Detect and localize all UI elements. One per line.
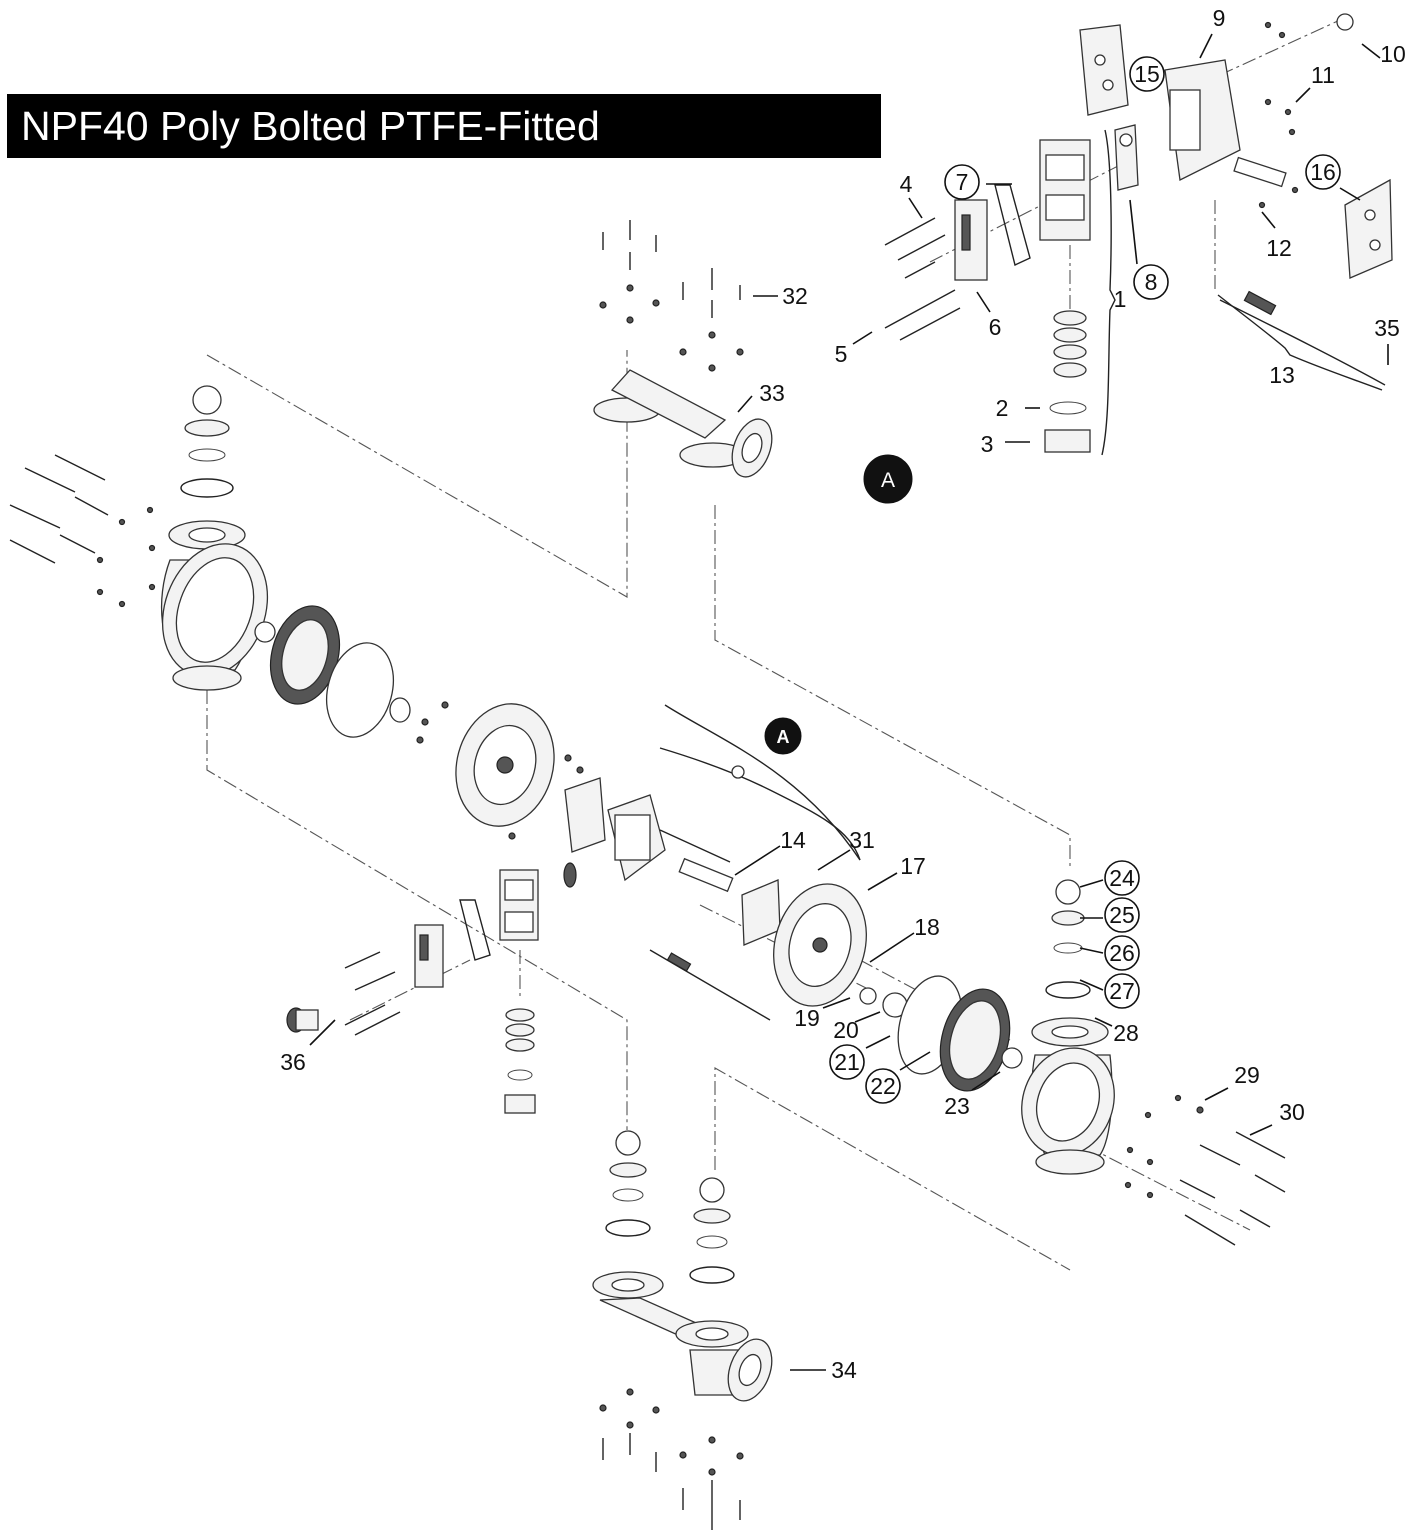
right-seat-and-ball — [1045, 879, 1091, 999]
part-label-25: 25 — [1109, 902, 1135, 928]
detail-a-sleeve — [1233, 156, 1287, 188]
center-pilot-stack — [504, 1008, 536, 1114]
left-flange-bolts — [9, 454, 156, 608]
center-gasket — [459, 899, 491, 961]
part-label-35: 35 — [1374, 315, 1400, 341]
left-fluid-chamber — [161, 520, 269, 691]
part-label-14: 14 — [780, 827, 806, 853]
detail-a-bolts — [884, 217, 961, 341]
part-label-18: 18 — [914, 914, 940, 940]
center-muffler-block — [499, 869, 539, 941]
right-flange-bolts — [1124, 1094, 1286, 1246]
part-label-13: 13 — [1269, 362, 1295, 388]
callout-a-marker: A — [863, 454, 913, 504]
detail-a-pilot-stack — [1044, 310, 1091, 453]
part-label-23: 23 — [944, 1093, 970, 1119]
callout-a-inline-text: A — [777, 727, 790, 747]
part-label-31: 31 — [849, 827, 875, 853]
exhaust-muffler — [286, 1007, 319, 1033]
center-pilot-rod — [649, 949, 771, 1021]
inlet-manifold — [592, 1271, 773, 1402]
detail-a-pilot-spool — [1114, 124, 1139, 191]
detail-a-gasket — [994, 184, 1031, 266]
part-label-24: 24 — [1109, 865, 1135, 891]
part-label-8: 8 — [1145, 269, 1158, 295]
part-label-33: 33 — [759, 380, 785, 406]
detail-a-rod — [1219, 290, 1386, 386]
part-label-1: 1 — [1114, 286, 1127, 312]
callout-a-marker-inline: A — [764, 717, 802, 755]
part-label-19: 19 — [794, 1005, 820, 1031]
part-number-circles — [829, 56, 1341, 1104]
part-label-7: 7 — [956, 169, 969, 195]
detail-a-muffler-block — [1039, 139, 1091, 241]
left-valve-ball — [192, 385, 222, 415]
detail-a-bracket-left — [1079, 24, 1129, 116]
part-label-10: 10 — [1380, 41, 1406, 67]
detail-a-center-block — [1164, 13, 1354, 209]
left-air-chamber — [416, 701, 584, 840]
part-label-9: 9 — [1213, 5, 1226, 31]
part-label-5: 5 — [835, 341, 848, 367]
callout-a-text: A — [881, 469, 895, 492]
part-label-4: 4 — [900, 171, 913, 197]
part-label-32: 32 — [782, 283, 808, 309]
left-diaphragm — [254, 605, 411, 738]
right-air-chamber — [773, 883, 867, 1007]
left-seat-and-orings — [180, 419, 234, 498]
discharge-manifold — [593, 369, 773, 478]
inlet-right-ball-seat — [689, 1177, 735, 1284]
part-label-21: 21 — [834, 1049, 860, 1075]
part-label-34: 34 — [831, 1357, 857, 1383]
detail-a-bracket-right — [1344, 178, 1393, 279]
detail-a-valve-plate — [954, 199, 988, 281]
part-label-36: 36 — [280, 1049, 306, 1075]
part-leader-lines — [309, 33, 1389, 1371]
part-label-27: 27 — [1109, 978, 1135, 1004]
title-bar: NPF40 Poly Bolted PTFE-Fitted — [7, 94, 881, 158]
part-label-22: 22 — [870, 1073, 896, 1099]
part-label-6: 6 — [989, 314, 1002, 340]
part-label-26: 26 — [1109, 940, 1135, 966]
center-valve-plate — [344, 924, 444, 1036]
part-label-17: 17 — [900, 853, 926, 879]
center-section — [563, 704, 861, 946]
inlet-manifold-bolts — [599, 1388, 744, 1530]
part-label-16: 16 — [1310, 159, 1336, 185]
discharge-manifold-bolts — [599, 220, 744, 372]
inlet-left-ball-seat — [605, 1130, 651, 1237]
part-label-11: 11 — [1311, 62, 1335, 88]
part-label-30: 30 — [1279, 1099, 1305, 1125]
assembly-bracket-1 — [1101, 129, 1116, 456]
right-diaphragm-set — [859, 975, 1023, 1092]
part-label-12: 12 — [1266, 235, 1292, 261]
right-fluid-chamber — [1021, 1017, 1115, 1175]
part-label-28: 28 — [1113, 1020, 1139, 1046]
part-label-20: 20 — [833, 1017, 859, 1043]
part-label-3: 3 — [981, 431, 994, 457]
part-label-29: 29 — [1234, 1062, 1260, 1088]
part-label-15: 15 — [1134, 61, 1160, 87]
diagram-title: NPF40 Poly Bolted PTFE-Fitted — [21, 103, 600, 149]
assembly-bracket-13 — [1217, 294, 1383, 391]
part-label-2: 2 — [996, 395, 1009, 421]
part-number-labels: 1 2 3 4 5 6 7 8 9 10 11 12 13 14 15 16 1… — [280, 5, 1406, 1383]
